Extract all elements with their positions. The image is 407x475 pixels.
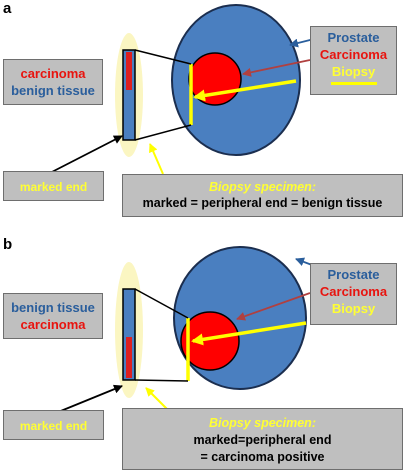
legend-biopsy-b: Biopsy: [331, 301, 376, 316]
tissue-label-a-bottom: benign tissue: [11, 83, 95, 98]
panel-label-a: a: [3, 0, 12, 17]
tissue-label-box-b: benign tissue carcinoma: [3, 293, 103, 339]
legend-box-b: Prostate Carcinoma Biopsy: [310, 263, 397, 325]
legend-prostate-b: Prostate: [327, 267, 380, 282]
specimen-box-b: Biopsy specimen: marked=peripheral end =…: [122, 408, 403, 470]
marked-end-box-b: marked end: [3, 410, 104, 440]
biopsy-arrow-b: [191, 321, 307, 346]
biopsy-arrow-a: [193, 79, 297, 102]
tissue-label-b-top: benign tissue: [11, 300, 95, 315]
marked-end-box-a: marked end: [3, 171, 104, 201]
legend-prostate-a: Prostate: [327, 30, 380, 45]
specimen-pointer-a: [149, 143, 164, 175]
specimen-line-b-2: = carcinoma positive: [200, 450, 325, 464]
carcinoma-pointer-b: [236, 292, 311, 321]
specimen-line-a-1: marked = peripheral end = benign tissue: [142, 196, 383, 210]
tissue-label-a-top: carcinoma: [20, 66, 86, 81]
panel-label-b: b: [3, 236, 13, 253]
projection-top-a: [134, 49, 192, 65]
projection-top-b: [134, 288, 189, 319]
specimen-title-a: Biopsy specimen:: [209, 180, 316, 194]
panel-a-graphics: [45, 4, 323, 176]
specimen-carcinoma-b: [126, 337, 132, 378]
tissue-label-b-bottom: carcinoma: [20, 317, 86, 332]
legend-biopsy-swatch-a: [330, 82, 377, 85]
legend-box-a: Prostate Carcinoma Biopsy: [310, 26, 397, 95]
legend-biopsy-a: Biopsy: [331, 64, 376, 79]
projection-bottom-a: [134, 124, 192, 141]
panel-b-graphics: [45, 246, 321, 418]
marked-end-pointer-a: [45, 135, 123, 176]
specimen-line-b-1: marked=peripheral end: [193, 433, 332, 447]
legend-carcinoma-b: Carcinoma: [319, 284, 388, 299]
specimen-box-a: Biopsy specimen: marked = peripheral end…: [122, 174, 403, 217]
specimen-carcinoma-a: [126, 52, 132, 90]
tumor-b: [180, 311, 240, 371]
projection-bottom-b: [134, 379, 189, 382]
carcinoma-pointer-a: [242, 59, 311, 77]
tissue-label-box-a: carcinoma benign tissue: [3, 59, 103, 105]
specimen-title-b: Biopsy specimen:: [209, 416, 316, 430]
legend-carcinoma-a: Carcinoma: [319, 47, 388, 62]
